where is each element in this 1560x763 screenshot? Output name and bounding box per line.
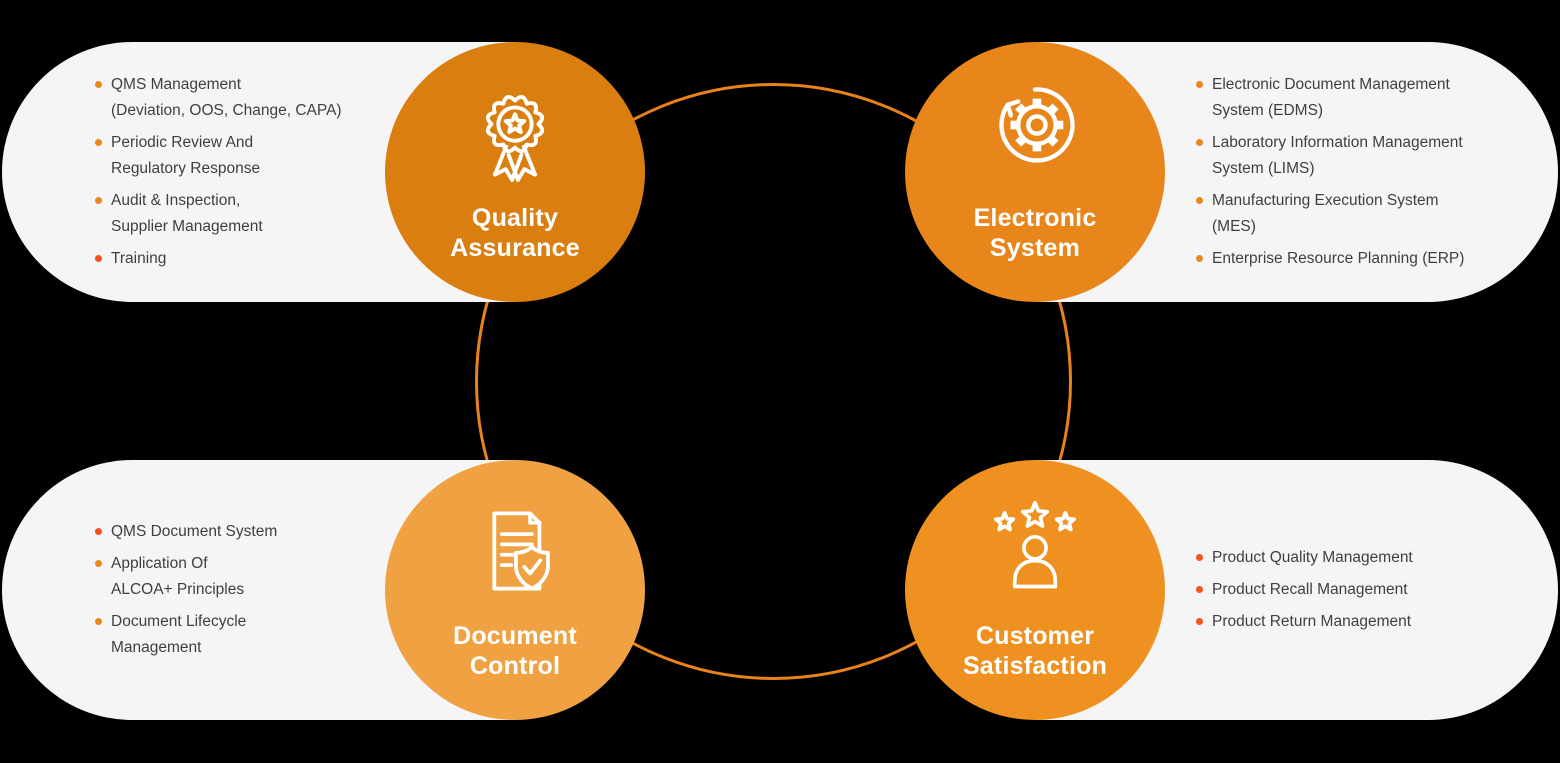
bullet-icon (95, 528, 102, 535)
list-item: QMS Management(Deviation, OOS, Change, C… (95, 72, 515, 124)
list-item: Audit & Inspection,Supplier Management (95, 188, 515, 240)
list-item-text: Training (111, 250, 167, 267)
list-item: Training (95, 246, 515, 272)
bullet-icon (95, 255, 102, 262)
bullet-icon (1196, 139, 1203, 146)
list-item: Product Recall Management (1196, 577, 1558, 603)
node-label-line: System (989, 234, 1081, 262)
node-label: Customer Satisfaction (905, 621, 1165, 681)
list-item-text: Enterprise Resource Planning (ERP) (1212, 250, 1465, 267)
node-label-line: Quality (471, 204, 559, 232)
node-label-line: Customer (975, 622, 1095, 650)
bullet-icon (95, 197, 102, 204)
list-item: Manufacturing Execution System(MES) (1196, 188, 1558, 240)
list-item-text: Product Recall Management (1212, 581, 1408, 598)
person-stars-icon (994, 500, 1076, 589)
bullet-icon (1196, 586, 1203, 593)
list-item: Product Return Management (1196, 609, 1558, 635)
node-label-line: Control (469, 652, 561, 680)
connector-ring-icon (475, 83, 1072, 680)
list-item-text: QMS Management(Deviation, OOS, Change, C… (111, 76, 342, 119)
node-customer-satisfaction: Customer Satisfaction (905, 460, 1165, 720)
node-label-line: Satisfaction (962, 652, 1108, 680)
node-label: Document Control (385, 621, 645, 681)
list-item: Product Quality Management (1196, 545, 1558, 571)
quality-assurance-list: QMS Management(Deviation, OOS, Change, C… (2, 42, 515, 302)
bullet-icon (95, 618, 102, 625)
node-label-line: Electronic (973, 204, 1097, 232)
node-electronic-system: Electronic System (905, 42, 1165, 302)
node-label-line: Document (453, 622, 577, 650)
node-label: Electronic System (905, 203, 1165, 263)
list-item-text: Product Quality Management (1212, 549, 1413, 566)
bullet-icon (1196, 255, 1203, 262)
bullet-icon (95, 81, 102, 88)
list-item-text: Audit & Inspection,Supplier Management (111, 192, 263, 235)
list-item-text: Manufacturing Execution System(MES) (1212, 192, 1439, 235)
gear-refresh-icon (999, 87, 1075, 163)
bullet-icon (1196, 81, 1203, 88)
list-item: Enterprise Resource Planning (ERP) (1196, 246, 1558, 272)
list-item-text: QMS Document System (111, 523, 278, 540)
node-label: Quality Assurance (385, 203, 645, 263)
list-item-text: Product Return Management (1212, 613, 1412, 630)
bullet-icon (1196, 618, 1203, 625)
list-item: QMS Document System (95, 519, 515, 545)
node-document-control: Document Control (385, 460, 645, 720)
award-ribbon-icon (485, 95, 545, 182)
bullet-icon (1196, 554, 1203, 561)
node-quality-assurance: Quality Assurance (385, 42, 645, 302)
bullet-icon (95, 139, 102, 146)
document-shield-icon (492, 511, 550, 591)
bullet-icon (95, 560, 102, 567)
bullet-icon (1196, 197, 1203, 204)
node-label-line: Assurance (450, 234, 580, 262)
